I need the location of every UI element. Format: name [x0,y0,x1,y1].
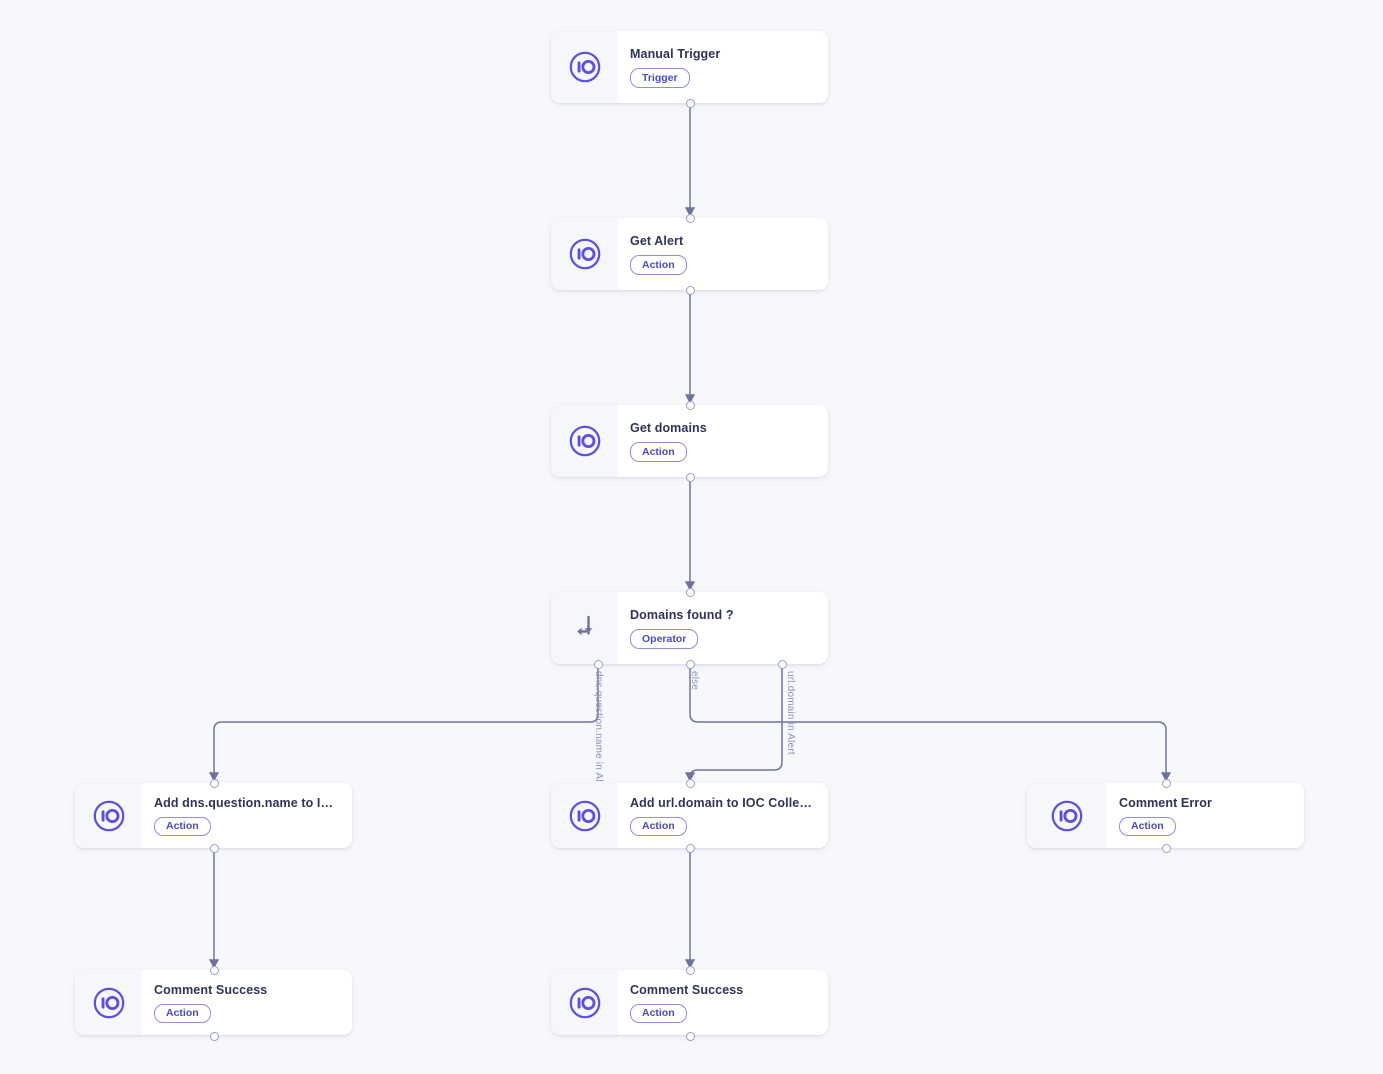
port-domains-found-in[interactable] [685,587,695,597]
edge-else-branch[interactable] [689,664,1172,782]
port-comment-success-left-out[interactable] [209,1031,219,1041]
node-type-badge: Action [154,816,211,836]
node-icon-panel [1027,783,1107,848]
node-type-badge: Action [630,255,687,276]
io-icon [569,425,600,457]
node-type-badge: Action [1119,816,1176,836]
node-title: Add url.domain to IOC Collection [630,796,812,810]
port-get-domains-out[interactable] [685,472,695,482]
node-domains-found[interactable]: Domains found ? Operator [551,592,828,664]
port-comment-error-in[interactable] [1161,778,1171,788]
node-type-badge: Action [630,1003,687,1023]
node-title: Comment Success [630,983,744,997]
node-title: Comment Success [154,983,268,997]
port-add-dns-in[interactable] [209,778,219,788]
port-get-alert-out[interactable] [685,285,695,295]
edge-url-branch[interactable] [684,664,783,782]
node-type-badge: Operator [630,629,699,650]
io-icon [1051,800,1083,831]
port-branch-out-else[interactable] [685,659,695,669]
node-icon-panel [551,592,618,664]
branch-icon [576,615,592,636]
port-comment-error-out[interactable] [1161,843,1171,853]
node-icon-panel [551,970,618,1035]
node-body: Add dns.question.name to IOC … Action [142,783,352,848]
node-title: Manual Trigger [630,46,721,61]
edge-dns-branch[interactable] [208,664,599,782]
node-body: Domains found ? Operator [618,592,828,664]
label-dns: dns.question.name in Al [593,671,604,782]
node-type-badge: Action [630,442,687,463]
io-icon [569,987,600,1018]
port-branch-out-url[interactable] [777,659,787,669]
node-title: Comment Error [1119,796,1212,810]
port-comment-success-mid-in[interactable] [685,965,695,975]
node-title: Domains found ? [630,607,734,622]
node-title: Get Alert [630,233,684,248]
port-get-alert-in[interactable] [685,213,695,223]
io-icon [569,238,600,270]
node-icon-panel [551,218,618,290]
port-add-url-out[interactable] [685,843,695,853]
port-get-domains-in[interactable] [685,400,695,410]
node-add-dns-question-name[interactable]: Add dns.question.name to IOC … Action [75,783,352,848]
node-icon-panel [551,31,618,103]
node-type-badge: Trigger [630,68,690,89]
io-icon [569,800,600,831]
node-icon-panel [75,970,142,1035]
port-comment-success-left-in[interactable] [209,965,219,975]
label-url: url.domain in Alert [785,671,796,755]
node-icon-panel [551,405,618,477]
node-icon-panel [75,783,142,848]
node-title: Add dns.question.name to IOC … [154,796,336,810]
port-add-url-in[interactable] [685,778,695,788]
port-manual-trigger-out[interactable] [685,98,695,108]
port-comment-success-mid-out[interactable] [685,1031,695,1041]
node-type-badge: Action [630,816,687,836]
io-icon [93,987,124,1018]
io-icon [569,51,600,83]
label-else: else [689,671,700,691]
io-icon [93,800,124,831]
node-title: Get domains [630,420,707,435]
port-add-dns-out[interactable] [209,843,219,853]
node-type-badge: Action [154,1003,211,1023]
node-icon-panel [551,783,618,848]
port-branch-out-dns[interactable] [593,659,603,669]
